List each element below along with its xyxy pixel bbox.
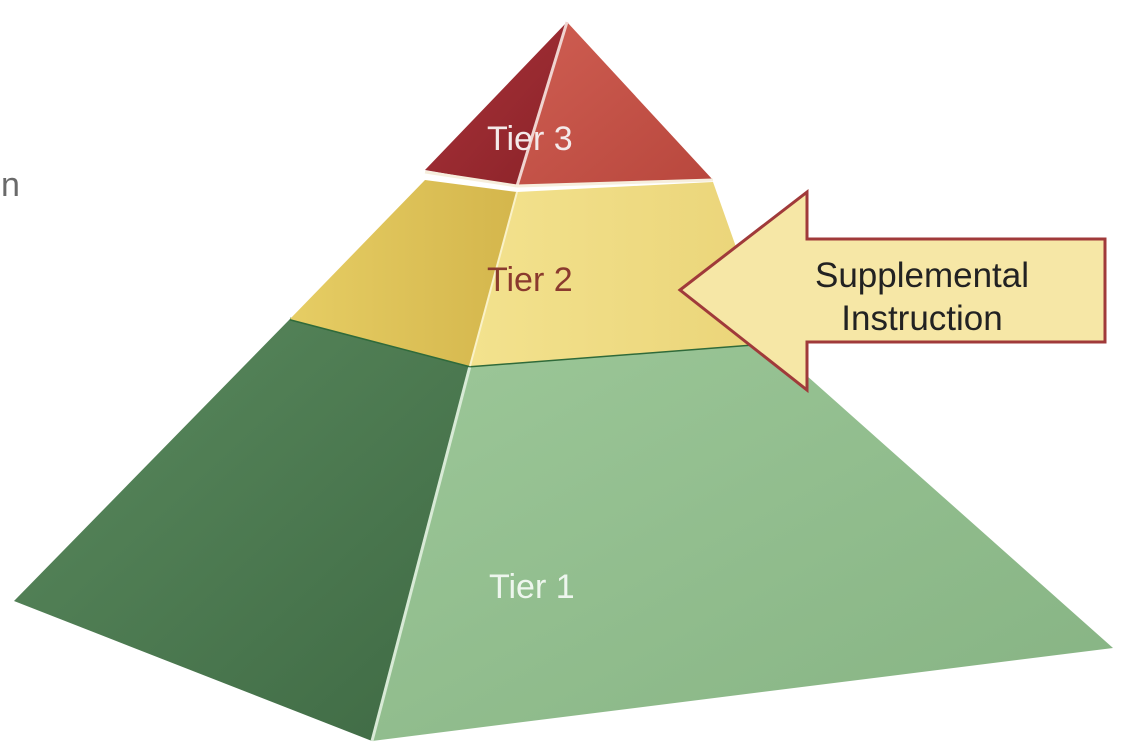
tier-2-block <box>290 180 770 367</box>
tier-2-left-face <box>290 180 517 366</box>
tier-3-label: Tier 3 <box>487 120 573 158</box>
tier-3-right-face <box>517 22 713 186</box>
tier-1-left-face <box>14 319 470 741</box>
tier-3-left-face <box>425 22 567 186</box>
tier-2-edge <box>469 191 518 367</box>
tier-3-block <box>424 21 714 188</box>
tier-1-edge <box>370 365 472 742</box>
tier-3-bottom-rim-right <box>516 178 714 188</box>
tier-1-label: Tier 1 <box>489 568 575 606</box>
arrow-label-line-2: Instruction <box>841 299 1002 338</box>
supplemental-instruction-arrow: Supplemental Instruction <box>677 188 1107 394</box>
tier-1-block <box>14 317 1113 742</box>
tier-3-edge <box>515 21 569 187</box>
clipped-text-fragment: n <box>1 166 20 204</box>
arrow-shape <box>677 188 1107 394</box>
arrow-label-line-1: Supplemental <box>815 256 1029 295</box>
tier-2-label: Tier 2 <box>487 261 573 299</box>
tier-3-bottom-rim <box>424 170 518 188</box>
tier-2-right-face <box>470 182 770 366</box>
tier-1-right-face <box>372 343 1113 741</box>
